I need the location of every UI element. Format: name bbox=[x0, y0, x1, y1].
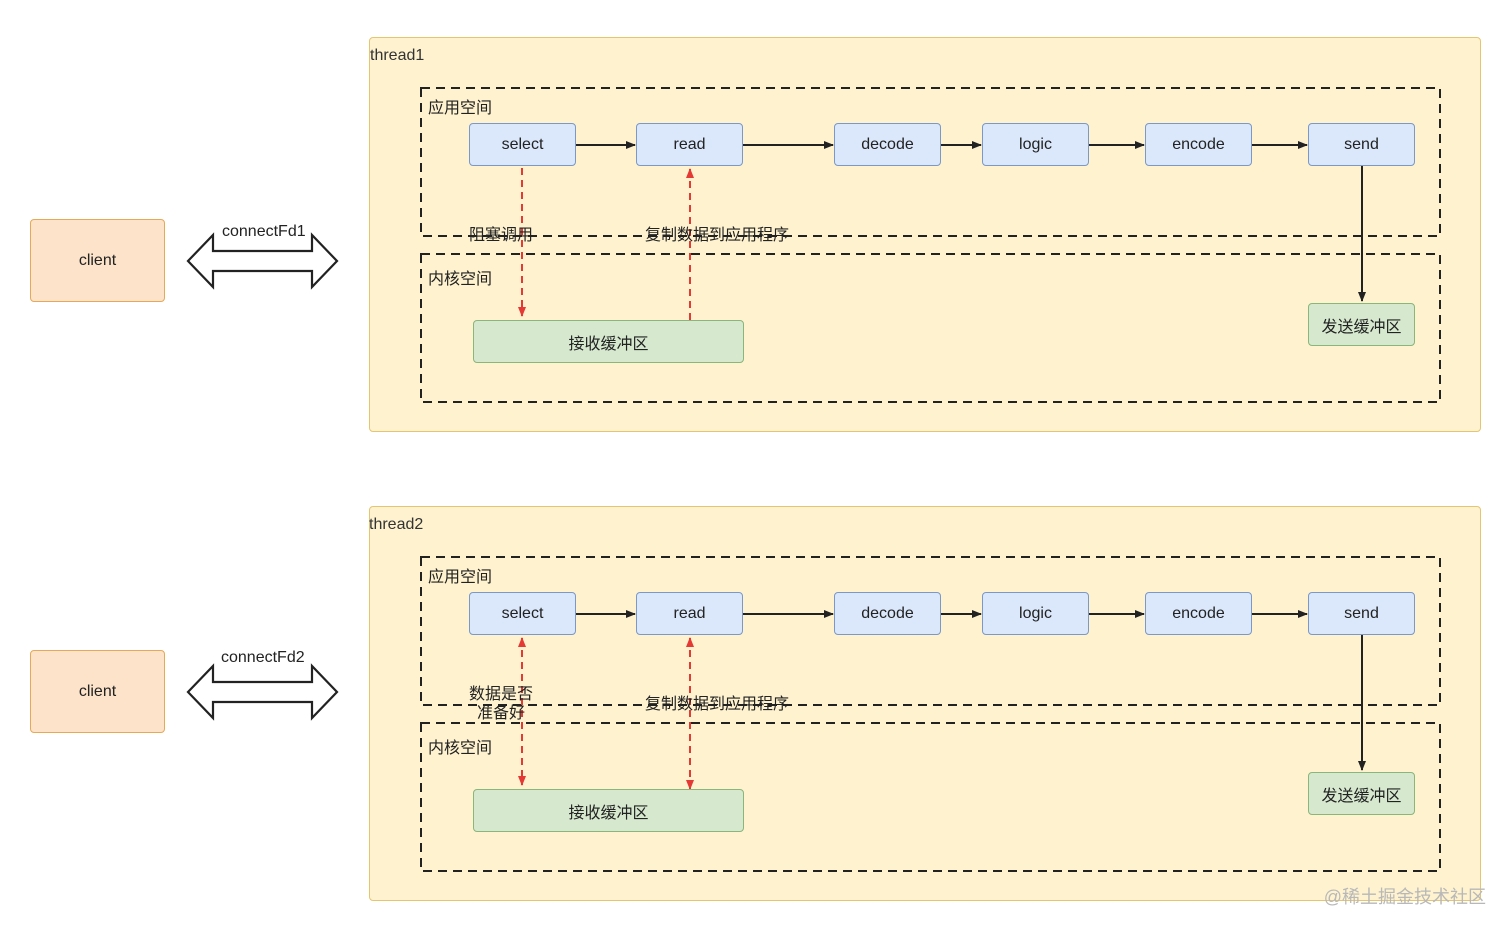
thread2-app-space-label: 应用空间 bbox=[428, 569, 493, 586]
t1-send-buffer-label: 发送缓冲区 bbox=[1321, 318, 1402, 336]
t1-step-logic-label: logic bbox=[1019, 135, 1052, 153]
t2-ready-label-line2: 准备好 bbox=[477, 705, 526, 722]
thread1-kernel-space-label: 内核空间 bbox=[428, 271, 493, 288]
thread1-title: thread1 bbox=[370, 47, 425, 64]
t2-step-read-label: read bbox=[673, 604, 706, 622]
t1-step-send: send bbox=[1308, 123, 1415, 166]
t2-step-select: select bbox=[469, 592, 576, 635]
t1-copy-data-label: 复制数据到应用程序 bbox=[645, 227, 790, 244]
t1-step-logic: logic bbox=[982, 123, 1089, 166]
thread1-container bbox=[369, 37, 1481, 432]
t2-recv-buffer-label: 接收缓冲区 bbox=[568, 804, 649, 822]
t1-send-buffer: 发送缓冲区 bbox=[1308, 303, 1415, 346]
t2-step-decode-label: decode bbox=[861, 604, 914, 622]
t2-step-decode: decode bbox=[834, 592, 941, 635]
thread1-app-space-label: 应用空间 bbox=[428, 100, 493, 117]
t1-step-encode-label: encode bbox=[1172, 135, 1225, 153]
t2-copy-data-label: 复制数据到应用程序 bbox=[645, 696, 790, 713]
t1-step-read: read bbox=[636, 123, 743, 166]
double-arrow-2 bbox=[186, 663, 339, 721]
connect-label-1: connectFd1 bbox=[222, 223, 306, 240]
t1-step-send-label: send bbox=[1344, 135, 1379, 153]
t2-step-encode-label: encode bbox=[1172, 604, 1225, 622]
t1-step-select-label: select bbox=[501, 135, 544, 153]
thread2-title: thread2 bbox=[369, 516, 424, 533]
t2-send-buffer-label: 发送缓冲区 bbox=[1321, 787, 1402, 805]
watermark: @稀土掘金技术社区 bbox=[1323, 887, 1486, 907]
t1-step-decode-label: decode bbox=[861, 135, 914, 153]
thread2-container bbox=[369, 506, 1481, 901]
t2-ready-label-line1: 数据是否 bbox=[469, 686, 534, 703]
t2-recv-buffer: 接收缓冲区 bbox=[473, 789, 744, 832]
t2-step-send-label: send bbox=[1344, 604, 1379, 622]
t1-step-read-label: read bbox=[673, 135, 706, 153]
client-box-1: client bbox=[30, 219, 165, 302]
double-arrow-1 bbox=[186, 232, 339, 290]
t1-step-select: select bbox=[469, 123, 576, 166]
t2-step-select-label: select bbox=[501, 604, 544, 622]
t1-step-encode: encode bbox=[1145, 123, 1252, 166]
t2-step-logic-label: logic bbox=[1019, 604, 1052, 622]
t2-step-encode: encode bbox=[1145, 592, 1252, 635]
t2-step-send: send bbox=[1308, 592, 1415, 635]
client-label-2: client bbox=[78, 682, 117, 700]
t1-recv-buffer: 接收缓冲区 bbox=[473, 320, 744, 363]
client-label-1: client bbox=[78, 251, 117, 269]
t1-block-call-label: 阻塞调用 bbox=[469, 227, 534, 244]
t2-step-read: read bbox=[636, 592, 743, 635]
t1-step-decode: decode bbox=[834, 123, 941, 166]
t2-send-buffer: 发送缓冲区 bbox=[1308, 772, 1415, 815]
t2-step-logic: logic bbox=[982, 592, 1089, 635]
client-box-2: client bbox=[30, 650, 165, 733]
thread2-kernel-space-label: 内核空间 bbox=[428, 740, 493, 757]
t1-recv-buffer-label: 接收缓冲区 bbox=[568, 335, 649, 353]
connect-label-2: connectFd2 bbox=[221, 649, 305, 666]
